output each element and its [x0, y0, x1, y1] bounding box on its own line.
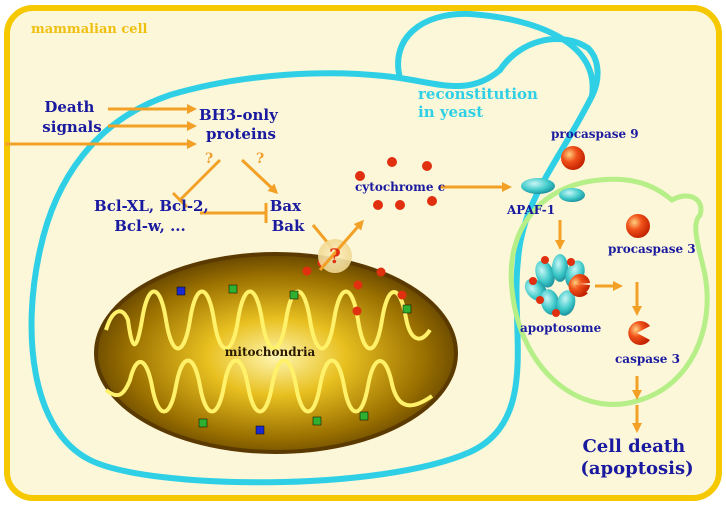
mito-marker: [255, 425, 265, 435]
bh3-label: BH3-only proteins: [199, 106, 283, 143]
cytochrome-dot: [422, 161, 432, 171]
bcl-label: Bcl-XL, Bcl-2, Bcl-w, ...: [94, 197, 214, 235]
procaspase3-label: procaspase 3: [608, 242, 696, 256]
cytochrome-dot: [352, 306, 362, 316]
apaf1-icon: [521, 178, 555, 194]
mito-marker: [289, 290, 299, 300]
procaspase9-label: procaspase 9: [551, 127, 639, 141]
caspase3-icon: [628, 321, 650, 345]
procaspase9-icon: [561, 146, 585, 170]
mito-marker: [176, 286, 186, 296]
yeast-cell-boundary: [28, 36, 601, 486]
green-cell-boundary: [508, 176, 710, 407]
arrow-bh3-bcl-bar: [171, 191, 189, 209]
cytochrome-dot: [427, 196, 437, 206]
apoptosome-label: apoptosome: [520, 321, 602, 335]
baxbak-label: Bax Bak: [270, 197, 307, 235]
arrow-bh3-bax: [240, 158, 279, 195]
mitochondrion: [94, 252, 458, 454]
procaspase3-icon: [626, 214, 650, 238]
cytochrome-label: cytochrome c: [355, 180, 445, 194]
arrow-bh3-bcl: [178, 158, 222, 202]
mito-marker: [312, 416, 322, 426]
mito-marker: [198, 418, 208, 428]
cytochrome-dot: [387, 157, 397, 167]
cytochrome-dot: [373, 200, 383, 210]
cytochrome-dot: [353, 280, 363, 290]
apaf1-icon: [559, 188, 585, 202]
apaf1-label: APAF-1: [506, 203, 555, 217]
question-2: ?: [256, 151, 264, 167]
mitochondria-label: mitochondria: [225, 345, 316, 359]
death-signals-label: Death signals: [42, 98, 101, 136]
mito-marker: [359, 411, 369, 421]
mito-marker: [402, 304, 412, 314]
yeast-label: reconstitution in yeast: [418, 85, 543, 121]
cell-label: mammalian cell: [31, 22, 148, 37]
arrow-mito-cytc: [318, 219, 364, 271]
mitochondria-cristae: [104, 289, 434, 414]
celldeath-label: Cell death (apoptosis): [580, 436, 693, 479]
question-center: ?: [329, 244, 341, 268]
cytochrome-dot: [397, 290, 407, 300]
mito-marker: [228, 284, 238, 294]
cytochrome-dot: [376, 267, 386, 277]
yeast-bud: [395, 10, 596, 97]
cytochrome-dot: [355, 171, 365, 181]
apoptosome-pacman-icon: [568, 275, 588, 297]
cytochrome-dot: [302, 266, 312, 276]
caspase3-label: caspase 3: [615, 352, 680, 366]
question-1: ?: [205, 151, 213, 167]
cytochrome-dot: [395, 200, 405, 210]
